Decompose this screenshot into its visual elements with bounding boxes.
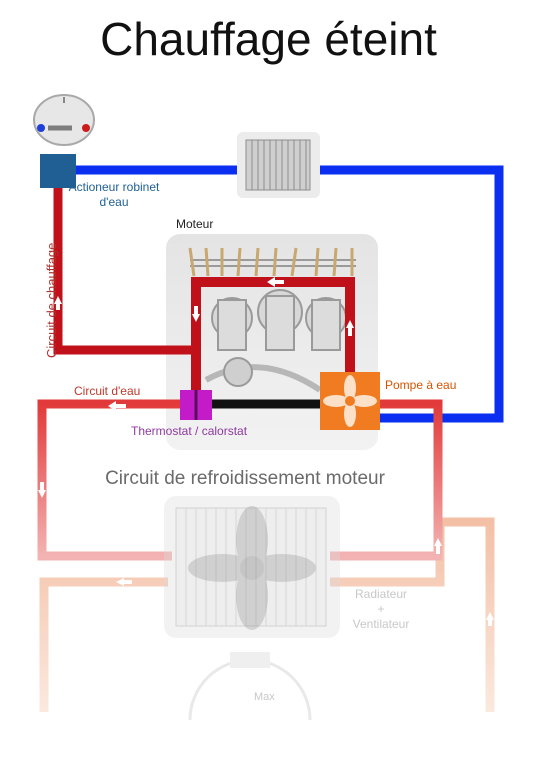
spark-plugs [188,247,354,277]
flow-arrow-icon [38,277,494,626]
radiator-label-line3: Ventilateur [352,617,410,631]
water-pump-icon [320,372,380,430]
actuator-label: Actioneur robinet d'eau [68,180,160,209]
page-title: Chauffage éteint [100,13,437,65]
gauge-max-label: Max [254,691,275,703]
temperature-gauge-icon [188,652,312,721]
radiator-icon [164,496,340,638]
water-pump-label: Pompe à eau [385,378,457,392]
water-circuit-pipe [37,399,443,561]
heating-circuit-label: Circuit de chauffage [44,242,59,358]
thermostat-label: Thermostat / calorstat [131,424,248,438]
water-valve-actuator [40,154,76,188]
heating-circuit-pipe [53,186,196,355]
radiator-label-line1: Radiateur [354,587,408,601]
radiator-label: Radiateur + Ventilateur [340,587,422,632]
thermostat-icon [180,390,212,420]
heater-core-icon [237,132,320,198]
engine-label: Moteur [176,217,214,231]
water-circuit-label: Circuit d'eau [74,384,141,398]
cooling-circuit-label: Circuit de refroidissement moteur [105,468,385,489]
fan-icon [188,506,316,630]
engine-illustration [190,259,356,393]
dial-gauge-icon [33,94,95,146]
radiator-label-line2: + [377,602,385,616]
